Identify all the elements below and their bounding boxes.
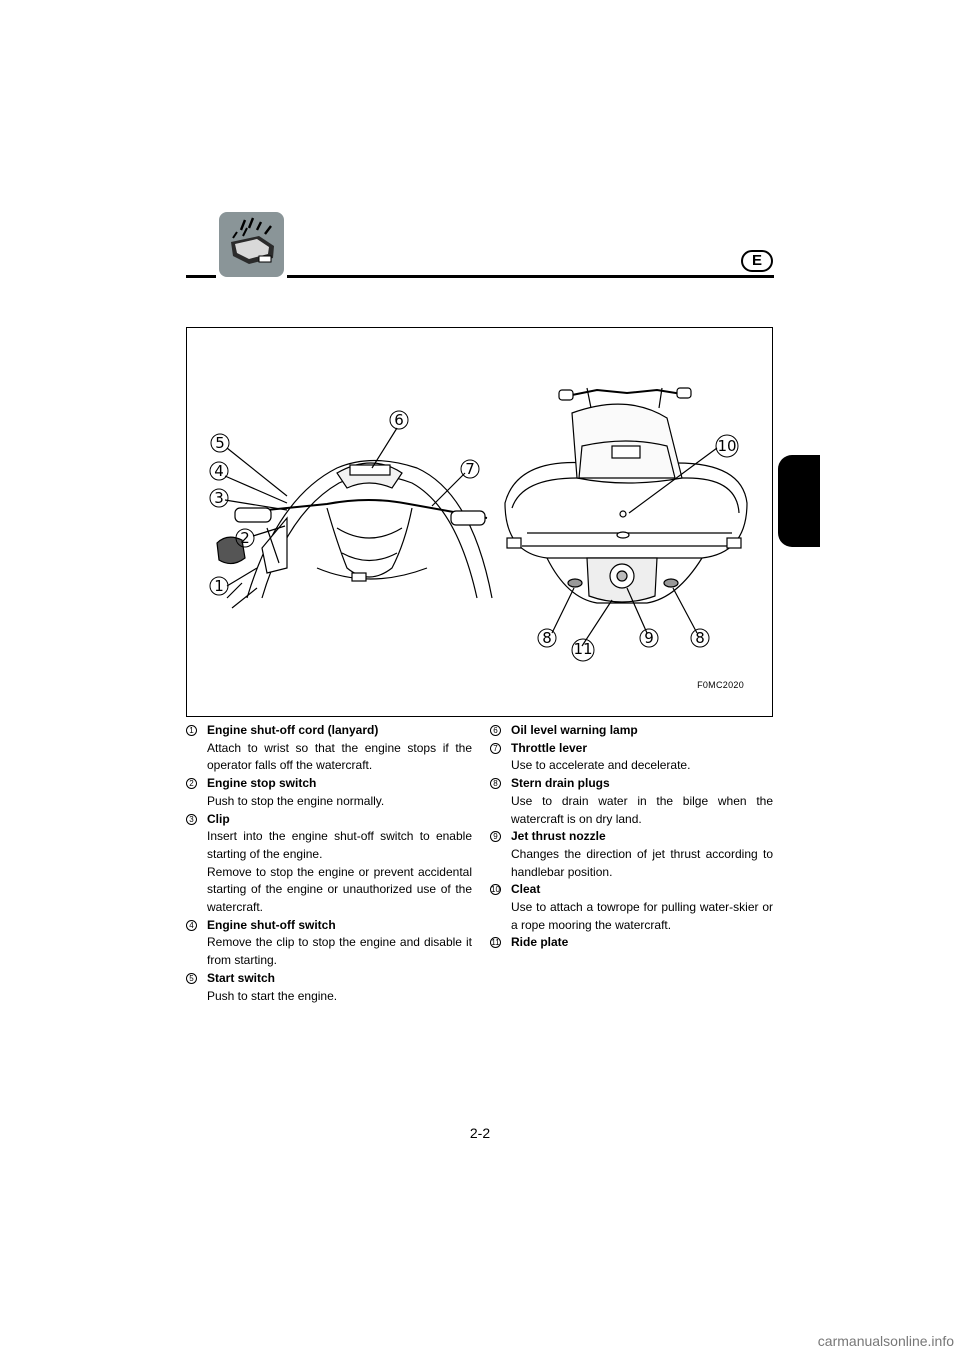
handlebar	[236, 499, 488, 519]
legend-title: Engine shut-off cord (lanyard)	[207, 723, 379, 737]
header-rule-left	[186, 275, 216, 278]
legend-item: 2 Engine stop switch Push to stop the en…	[186, 775, 472, 810]
legend-number: 2	[186, 778, 197, 790]
legend-title: Engine shut-off switch	[207, 917, 336, 932]
legend-number: 7	[490, 742, 501, 754]
legend-item: 11 Ride plate	[490, 934, 773, 952]
legend-description: Attach to wrist so that the engine stops…	[207, 740, 472, 773]
legend-description: Use to drain water in the bilge when the…	[511, 793, 773, 826]
callout-2: 2	[240, 529, 250, 547]
watercraft-icon	[219, 212, 284, 277]
steering-column	[326, 507, 413, 578]
legend-title: Engine stop switch	[207, 776, 317, 791]
callout-4: 4	[214, 462, 224, 480]
language-badge: E	[741, 250, 773, 272]
legend-item: 3 Clip Insert into the engine shut-off s…	[186, 811, 472, 917]
callout-1: 1	[214, 577, 224, 595]
legend-title: Oil level warning lamp	[511, 723, 638, 737]
legend-description: Use to accelerate and decelerate.	[511, 758, 691, 773]
header-rule-right	[287, 275, 774, 278]
legend-description: Remove the clip to stop the engine and d…	[207, 935, 472, 968]
handlebar-rear	[566, 388, 683, 397]
legend-number: 11	[490, 937, 501, 949]
legend-title: Ride plate	[511, 935, 569, 950]
callout-8b: 8	[695, 629, 705, 647]
callout-11: 11	[573, 640, 592, 658]
legend-number: 4	[186, 919, 197, 931]
callout-8a: 8	[542, 629, 552, 647]
legend-title: Stern drain plugs	[511, 776, 610, 791]
figure-watercraft-controls: 5 4 3 2 1 6 7 10 8 11 9 8 F0MC2020	[186, 327, 773, 717]
legend-item: 9 Jet thrust nozzle Changes the directio…	[490, 828, 773, 881]
legend-item: 7 Throttle lever Use to accelerate and d…	[490, 740, 773, 775]
page-number: 2-2	[469, 1125, 491, 1141]
legend-item: 8 Stern drain plugs Use to drain water i…	[490, 775, 773, 828]
legend-title: Jet thrust nozzle	[511, 829, 606, 844]
stern-hull-outline	[504, 461, 748, 559]
legend-description: Use to attach a towrope for pulling wate…	[511, 900, 773, 932]
legend-number: 3	[186, 813, 197, 825]
legend-description: Push to start the engine.	[207, 988, 338, 1003]
legend-number: 8	[490, 778, 501, 790]
legend-number: 1	[186, 725, 197, 736]
legend-number: 9	[490, 831, 501, 843]
legend-description-2: Remove to stop the engine or prevent acc…	[207, 864, 472, 915]
legend-item: 4 Engine shut-off switch Remove the clip…	[186, 917, 472, 970]
legend-number: 5	[186, 972, 197, 984]
legend-title: Start switch	[207, 970, 276, 985]
figure-callouts: 5 4 3 2 1 6 7 10 8 11 9 8	[209, 410, 739, 662]
callout-7: 7	[465, 460, 475, 478]
legend-number: 6	[490, 725, 501, 736]
watermark-link[interactable]: carmanualsonline.info	[817, 1333, 954, 1349]
callout-10: 10	[717, 437, 736, 455]
legend-title: Cleat	[511, 882, 541, 897]
figure-illustration: 5 4 3 2 1 6 7 10 8 11 9 8	[209, 387, 748, 662]
callout-5: 5	[215, 434, 225, 452]
figure-code: F0MC2020	[697, 680, 744, 690]
legend-description: Push to stop the engine normally.	[207, 793, 385, 808]
legend-item: 6 Oil level warning lamp	[490, 722, 773, 740]
legend-item: 1 Engine shut-off cord (lanyard) Attach …	[186, 722, 472, 775]
callout-9: 9	[644, 629, 654, 647]
legend-number: 10	[490, 884, 501, 896]
legend-right-column: 6 Oil level warning lamp 7 Throttle leve…	[490, 722, 773, 952]
callout-3: 3	[214, 489, 224, 507]
seat	[571, 403, 683, 484]
legend-title: Throttle lever	[511, 740, 588, 755]
chapter-side-tab	[778, 455, 820, 547]
callout-6: 6	[394, 411, 404, 429]
legend-item: 5 Start switch Push to start the engine.	[186, 970, 472, 1005]
legend-description: Insert into the engine shut-off switch t…	[207, 829, 472, 861]
legend-title: Clip	[207, 811, 230, 826]
legend-left-column: 1 Engine shut-off cord (lanyard) Attach …	[186, 722, 472, 1005]
legend-item: 10 Cleat Use to attach a towrope for pul…	[490, 881, 773, 934]
legend-description: Changes the direction of jet thrust acco…	[511, 846, 773, 879]
